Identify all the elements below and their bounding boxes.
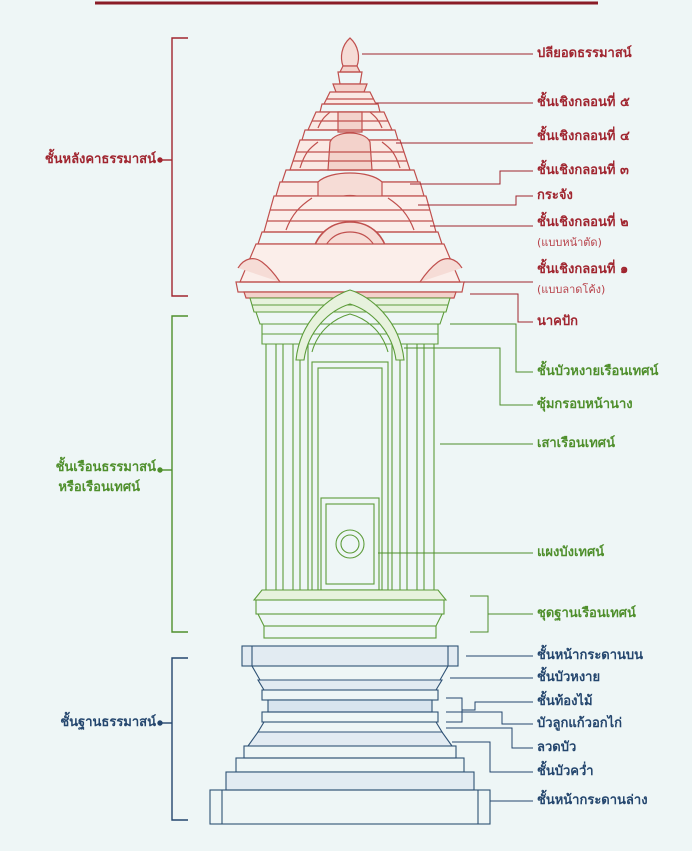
body-leaders <box>378 323 533 633</box>
label-naga: นาคปัก <box>537 314 579 329</box>
base-bracket <box>157 657 188 821</box>
label-plinth: ชุดฐานเรือนเทศน์ <box>537 606 636 621</box>
label-waist: ชั้นท้องไม้ <box>537 694 593 709</box>
label-luat-bua: ลวดบัว <box>537 740 577 755</box>
label-tier-2-note: (แบบหน้าตัด) <box>537 236 602 249</box>
body-bracket <box>157 315 188 633</box>
label-panel: แผงบังเทศน์ <box>537 545 605 560</box>
label-lower-board: ชั้นหน้ากระดานล่าง <box>537 793 648 808</box>
section-label-base: ชั้นฐานธรรมาสน์ <box>60 715 156 730</box>
label-tier-1: ชั้นเชิงกลอนที่ ๑ <box>537 262 629 277</box>
section-label-roof: ชั้นหลังคาธรรมาสน์ <box>44 152 156 167</box>
label-tier-4: ชั้นเชิงกลอนที่ ๔ <box>537 129 630 144</box>
section-label-body: ชั้นเรือนธรรมาสน์ <box>55 460 156 475</box>
base-illustration <box>209 645 491 825</box>
label-tier-5: ชั้นเชิงกลอนที่ ๕ <box>537 95 630 110</box>
label-tier-3: ชั้นเชิงกลอนที่ ๓ <box>537 163 629 178</box>
label-arch: ซุ้มกรอบหน้านาง <box>537 397 633 412</box>
roof-bracket <box>157 37 188 297</box>
label-upturned-lotus: ชั้นบัวหงาย <box>537 670 601 685</box>
label-tier-1-note: (แบบลาดโค้ง) <box>537 283 606 296</box>
label-finial: ปลียอดธรรมาสน์ <box>537 46 632 61</box>
label-lotus-band: ชั้นบัวหงายเรือนเทศน์ <box>537 364 659 379</box>
base-leaders <box>446 655 533 802</box>
label-tier-2: ชั้นเชิงกลอนที่ ๒ <box>537 215 629 230</box>
body-illustration <box>249 289 451 639</box>
label-bua-luk-kaeo: บัวลูกแก้วอกไก่ <box>537 716 623 731</box>
label-krajang: กระจัง <box>537 188 573 203</box>
label-pillar: เสาเรือนเทศน์ <box>537 436 615 451</box>
section-label-body-alt: หรือเรือนเทศน์ <box>58 480 140 495</box>
roof-illustration <box>235 37 465 299</box>
label-upper-board: ชั้นหน้ากระดานบน <box>537 648 644 663</box>
label-inverted-lotus: ชั้นบัวคว่ำ <box>537 764 594 779</box>
roof-leaders <box>362 53 533 323</box>
